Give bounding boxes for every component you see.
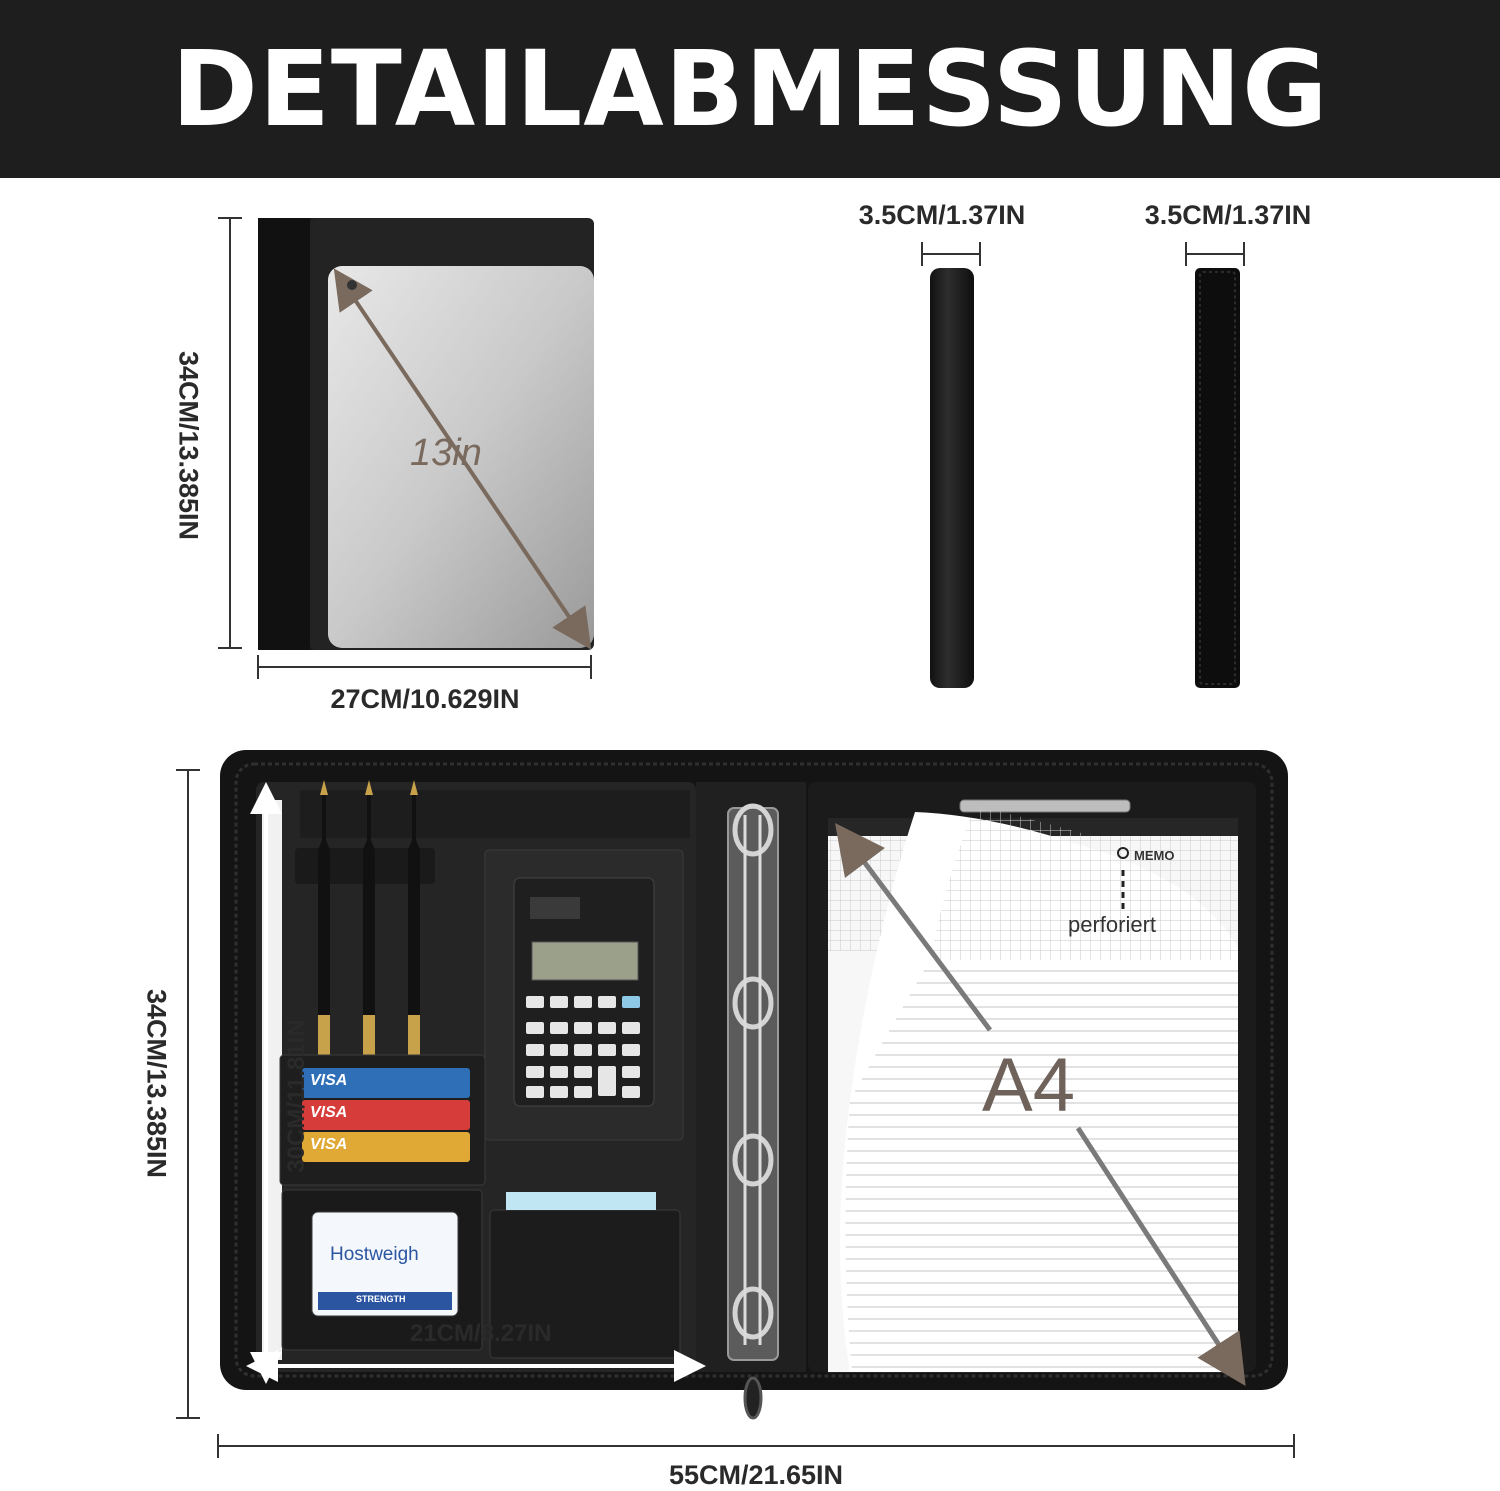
- zipper-pull: [743, 1376, 763, 1420]
- calculator-icon: [513, 877, 655, 1107]
- dim-line-open-height: [176, 769, 200, 1419]
- page-title: DETAILABMESSUNG: [171, 28, 1329, 150]
- diagonal-arrow: [333, 268, 592, 650]
- tablet-size-label: 13in: [410, 432, 482, 474]
- closed-folio-front: [258, 218, 594, 650]
- id-card-brand: Hostweigh: [330, 1244, 419, 1265]
- credit-card-icon: [302, 1068, 470, 1162]
- open-height-label: 34CM/13.385IN: [141, 988, 172, 1179]
- open-width-label: 55CM/21.65IN: [668, 1460, 844, 1490]
- right-thickness-label: 3.5CM/1.37IN: [1144, 200, 1312, 230]
- product-illustration: [176, 217, 1295, 1458]
- side-view-right: [1185, 242, 1245, 688]
- pen-icon: [318, 780, 330, 1055]
- pen-icon: [363, 780, 375, 1055]
- open-folio: [220, 750, 1288, 1420]
- visa-card-label: VISA: [310, 1072, 348, 1089]
- closed-height-label: 34CM/13.385IN: [173, 350, 204, 541]
- memo-label: MEMO: [1134, 848, 1175, 863]
- inner-height-label: 30CM/11.81IN: [283, 1019, 310, 1173]
- id-card-subtitle: STRENGTH: [356, 1294, 406, 1304]
- pen-icon: [408, 780, 420, 1055]
- dim-line-closed-height: [218, 217, 242, 649]
- perforated-label: perforiert: [1068, 912, 1157, 937]
- id-card: [311, 1211, 459, 1317]
- closed-width-label: 27CM/10.629IN: [330, 684, 520, 714]
- dim-line-open-width: [217, 1434, 1295, 1458]
- inner-width-label: 21CM/8.27IN: [410, 1320, 552, 1347]
- paper-size-label: A4: [982, 1043, 1075, 1128]
- dim-line-closed-width: [257, 655, 592, 679]
- ring-binder: [727, 807, 779, 1361]
- visa-card-label: VISA: [310, 1136, 348, 1153]
- left-thickness-label: 3.5CM/1.37IN: [858, 200, 1026, 230]
- side-view-left: [921, 242, 981, 688]
- header-banner: DETAILABMESSUNG: [0, 0, 1500, 178]
- visa-card-label: VISA: [310, 1104, 348, 1121]
